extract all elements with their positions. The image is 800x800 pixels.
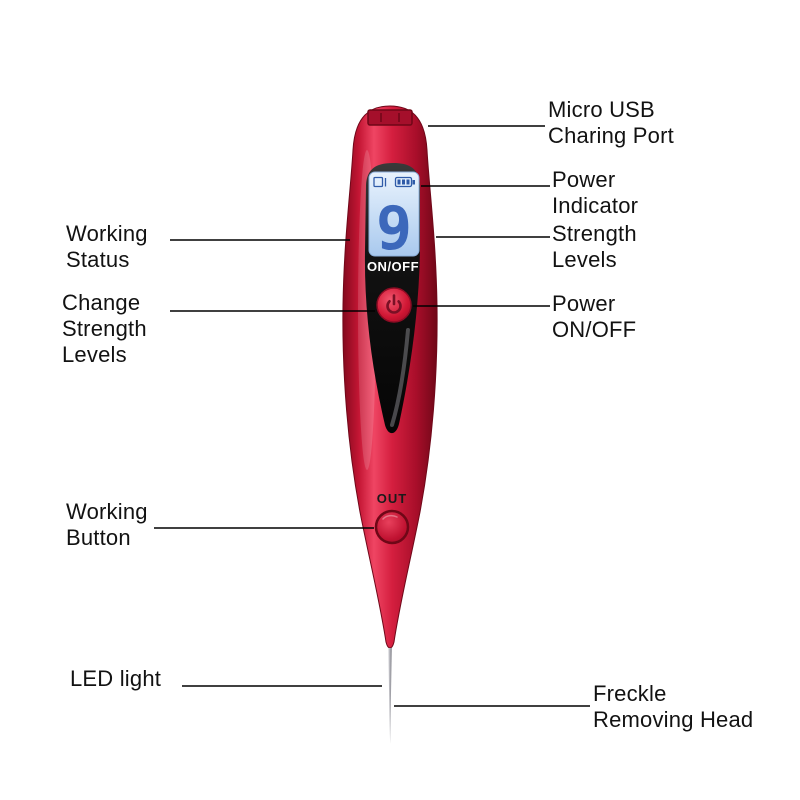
callout-lines — [154, 125, 590, 707]
callout-micro-usb: Micro USB Charing Port — [548, 97, 674, 148]
needle — [388, 648, 392, 744]
callout-freckle-head: Freckle Removing Head — [593, 681, 754, 732]
callout-power-indicator: Power Indicator — [552, 167, 639, 218]
callout-working-status: Working Status — [66, 221, 148, 272]
callout-power-on-off: Power ON/OFF — [552, 291, 637, 342]
panel-sheen — [390, 328, 410, 427]
callout-change-strength: Change Strength Levels — [62, 290, 147, 367]
callout-led-light: LED light — [70, 666, 162, 691]
power-button — [376, 287, 412, 323]
callout-strength-levels: Strength Levels — [552, 221, 637, 272]
strength-level-digit: 9 — [376, 194, 412, 264]
onoff-label: ON/OFF — [367, 259, 419, 274]
power-icon — [386, 294, 402, 314]
mode-icon — [373, 176, 387, 188]
lcd-screen: 9 — [368, 171, 420, 264]
battery-icon — [394, 176, 415, 188]
callout-working-button: Working Button — [66, 499, 148, 550]
micro-usb-port — [367, 109, 413, 126]
working-button — [374, 509, 410, 545]
out-label: OUT — [377, 491, 407, 506]
